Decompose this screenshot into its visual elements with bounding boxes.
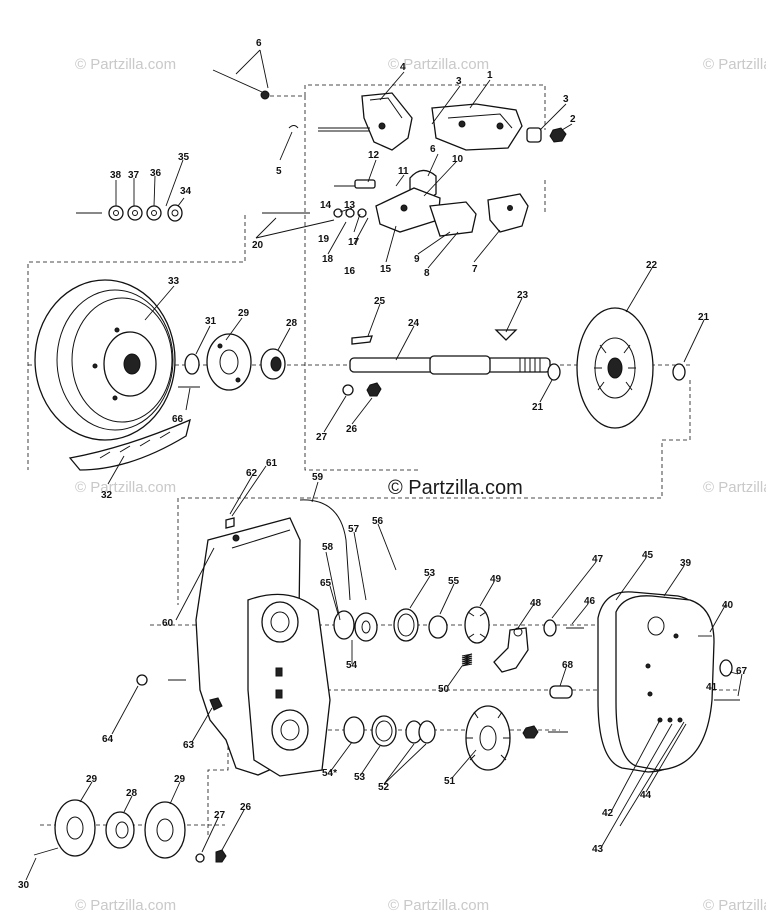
label-part-43: 43 <box>592 844 604 855</box>
label-part-50: 50 <box>438 684 450 695</box>
label-part-39: 39 <box>680 558 692 569</box>
label-part-46: 46 <box>584 596 596 607</box>
leader-lines <box>25 49 743 881</box>
label-part-16: 16 <box>344 266 356 277</box>
chaincase-housing <box>136 499 351 777</box>
label-part-42: 42 <box>602 808 614 819</box>
watermark-top-mid: © Partzilla.com <box>388 56 490 73</box>
drive-shaft <box>342 307 686 429</box>
label-part-63: 63 <box>183 740 195 751</box>
label-part-48: 48 <box>530 598 542 609</box>
label-part-21-right: 21 <box>698 312 710 323</box>
label-part-24: 24 <box>408 318 420 329</box>
label-part-18: 18 <box>322 254 334 265</box>
label-part-38: 38 <box>110 170 122 181</box>
label-part-53: 53 <box>424 568 436 579</box>
label-part-8: 8 <box>424 268 430 279</box>
label-part-31: 31 <box>205 316 217 327</box>
label-part-25: 25 <box>374 296 386 307</box>
label-part-3-right: 3 <box>563 94 569 105</box>
label-part-21: 21 <box>532 402 544 413</box>
label-part-29-lower-right: 29 <box>174 774 186 785</box>
label-part-26: 26 <box>346 424 358 435</box>
label-part-49: 49 <box>490 574 502 585</box>
label-part-13: 13 <box>344 200 356 211</box>
label-part-32: 32 <box>101 490 113 501</box>
label-part-66: 66 <box>172 414 184 425</box>
label-part-51: 51 <box>444 776 456 787</box>
label-part-27: 27 <box>316 432 328 443</box>
label-part-59: 59 <box>312 472 324 483</box>
washer-stack <box>76 204 183 222</box>
part-number-labels: 6 4 1 3 3 2 5 6 10 12 11 14 13 19 17 18 … <box>18 38 748 891</box>
label-part-53-lower: 53 <box>354 772 366 783</box>
label-part-29-lower-left: 29 <box>86 774 98 785</box>
label-part-57: 57 <box>348 524 360 535</box>
label-part-22: 22 <box>646 260 658 271</box>
label-part-60: 60 <box>162 618 174 629</box>
label-part-34: 34 <box>180 186 192 197</box>
label-part-5: 5 <box>276 166 282 177</box>
watermark-bottom-mid: © Partzilla.com <box>388 897 490 914</box>
label-part-10: 10 <box>452 154 464 165</box>
label-part-41: 41 <box>706 682 718 693</box>
label-part-52: 52 <box>378 782 390 793</box>
label-part-56: 56 <box>372 516 384 527</box>
label-part-17: 17 <box>348 237 360 248</box>
center-watermark: © Partzilla.com <box>388 477 523 499</box>
label-part-2: 2 <box>570 114 576 125</box>
label-part-6-lower: 6 <box>430 144 436 155</box>
label-part-1: 1 <box>487 70 493 81</box>
label-part-36: 36 <box>150 168 162 179</box>
drive-pulley <box>34 279 191 471</box>
watermark-mid-right: © Partzilla.com <box>703 479 766 496</box>
label-part-67: 67 <box>736 666 748 677</box>
label-part-35: 35 <box>178 152 190 163</box>
label-part-9: 9 <box>414 254 420 265</box>
label-part-55: 55 <box>448 576 460 587</box>
label-part-20: 20 <box>252 240 264 251</box>
label-part-65: 65 <box>320 578 332 589</box>
label-part-47: 47 <box>592 554 604 565</box>
label-part-27-lower: 27 <box>214 810 226 821</box>
label-part-26-lower: 26 <box>240 802 252 813</box>
label-part-29: 29 <box>238 308 250 319</box>
watermark-bottom-left: © Partzilla.com <box>75 897 177 914</box>
label-part-6: 6 <box>256 38 262 49</box>
label-part-19: 19 <box>318 234 330 245</box>
gear-train <box>333 606 584 771</box>
label-part-7: 7 <box>472 264 478 275</box>
label-part-58: 58 <box>322 542 334 553</box>
label-part-68: 68 <box>562 660 574 671</box>
watermark-top-right: © Partzilla.com <box>703 56 766 73</box>
label-part-44: 44 <box>640 790 652 801</box>
label-part-4: 4 <box>400 62 406 73</box>
label-part-54: 54 <box>346 660 358 671</box>
upper-bracket-assembly <box>212 69 567 237</box>
label-part-11: 11 <box>398 166 409 177</box>
lower-flange-bearings <box>33 799 227 863</box>
label-part-33: 33 <box>168 276 180 287</box>
label-part-62: 62 <box>246 468 258 479</box>
label-part-23: 23 <box>517 290 529 301</box>
label-part-64: 64 <box>102 734 114 745</box>
label-part-61: 61 <box>266 458 278 469</box>
label-part-12: 12 <box>368 150 380 161</box>
chaincase-cover <box>597 591 740 773</box>
watermark-bottom-right: © Partzilla.com <box>703 897 766 914</box>
label-part-40: 40 <box>722 600 734 611</box>
label-part-28-lower: 28 <box>126 788 138 799</box>
label-part-45: 45 <box>642 550 654 561</box>
watermark-top-left: © Partzilla.com <box>75 56 177 73</box>
label-part-37: 37 <box>128 170 140 181</box>
label-part-54-star: 54* <box>322 768 337 779</box>
label-part-30: 30 <box>18 880 30 891</box>
upper-flange-bearings <box>178 333 286 391</box>
watermark-mid-left: © Partzilla.com <box>75 479 177 496</box>
label-part-28: 28 <box>286 318 298 329</box>
label-part-14: 14 <box>320 200 332 211</box>
label-part-15: 15 <box>380 264 392 275</box>
label-part-3: 3 <box>456 76 462 87</box>
